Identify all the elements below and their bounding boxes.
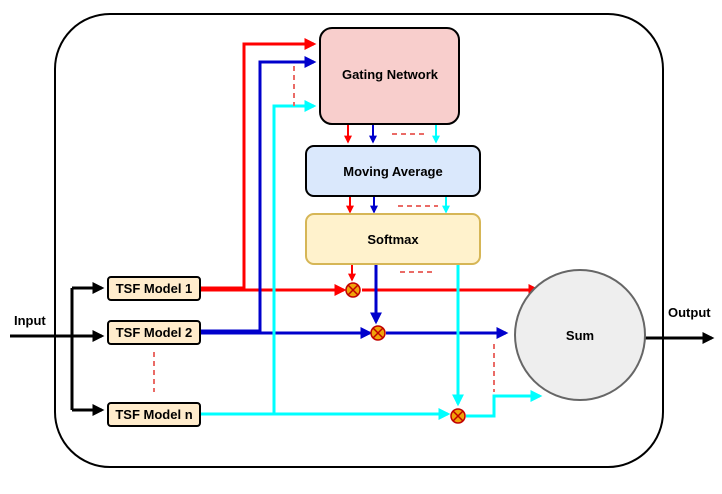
multiplier-2-icon (370, 325, 386, 341)
output-label: Output (668, 305, 711, 320)
moving-average-label: Moving Average (343, 164, 442, 179)
input-label: Input (14, 313, 46, 328)
tsf-model-1-label: TSF Model 1 (116, 281, 193, 296)
tsf-model-n-box (107, 402, 201, 427)
sum-label: Sum (566, 328, 594, 343)
tsf-model-1-box (107, 276, 201, 301)
sum-circle (514, 269, 646, 401)
gating-network-label: Gating Network (342, 67, 439, 82)
softmax-label: Softmax (367, 232, 419, 247)
tsf-model-2-label: TSF Model 2 (116, 325, 193, 340)
moving-average-box (305, 145, 481, 197)
model-2-flow (200, 56, 509, 339)
multiplier-n-icon (450, 408, 466, 424)
tsf-model-n-label: TSF Model n (115, 407, 192, 422)
softmax-box (305, 213, 481, 265)
multiplier-1-icon (345, 282, 361, 298)
gating-network-box (319, 27, 460, 125)
tsf-model-2-box (107, 320, 201, 345)
model-1-flow (200, 38, 541, 296)
input-arrow (10, 282, 105, 416)
ellipsis-dashes (153, 66, 495, 392)
